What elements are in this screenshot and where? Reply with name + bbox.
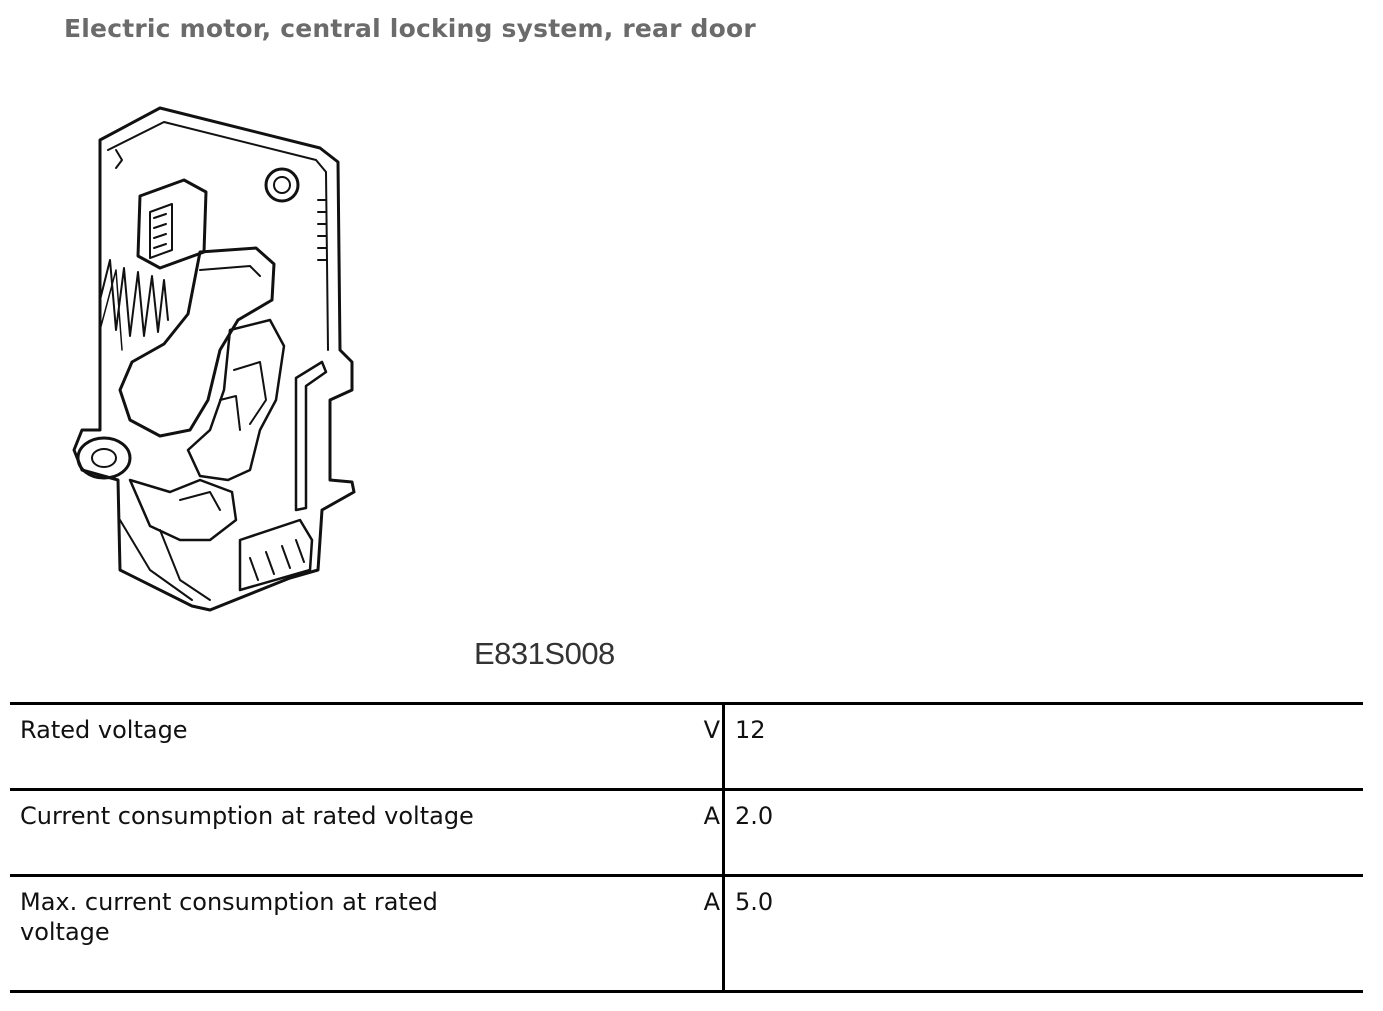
page-title: Electric motor, central locking system, …	[64, 14, 756, 43]
spec-unit: A	[530, 874, 725, 993]
spec-value: 5.0	[723, 874, 1363, 993]
figure-code: E831S008	[474, 636, 615, 671]
spec-unit: A	[530, 788, 725, 877]
spec-label: Max. current consumption at rated voltag…	[10, 874, 530, 993]
central-locking-motor-illustration	[72, 106, 356, 612]
spec-label: Current consumption at rated voltage	[10, 788, 530, 877]
lock-motor-figure	[60, 100, 370, 620]
table-row: Rated voltage V 12	[10, 702, 1363, 791]
table-row: Max. current consumption at rated voltag…	[10, 874, 1363, 993]
spec-value: 2.0	[723, 788, 1363, 877]
specifications-table: Rated voltage V 12 Current consumption a…	[10, 702, 1363, 993]
table-row: Current consumption at rated voltage A 2…	[10, 788, 1363, 877]
spec-label: Rated voltage	[10, 702, 530, 791]
spec-value: 12	[723, 702, 1363, 791]
spec-unit: V	[530, 702, 725, 791]
